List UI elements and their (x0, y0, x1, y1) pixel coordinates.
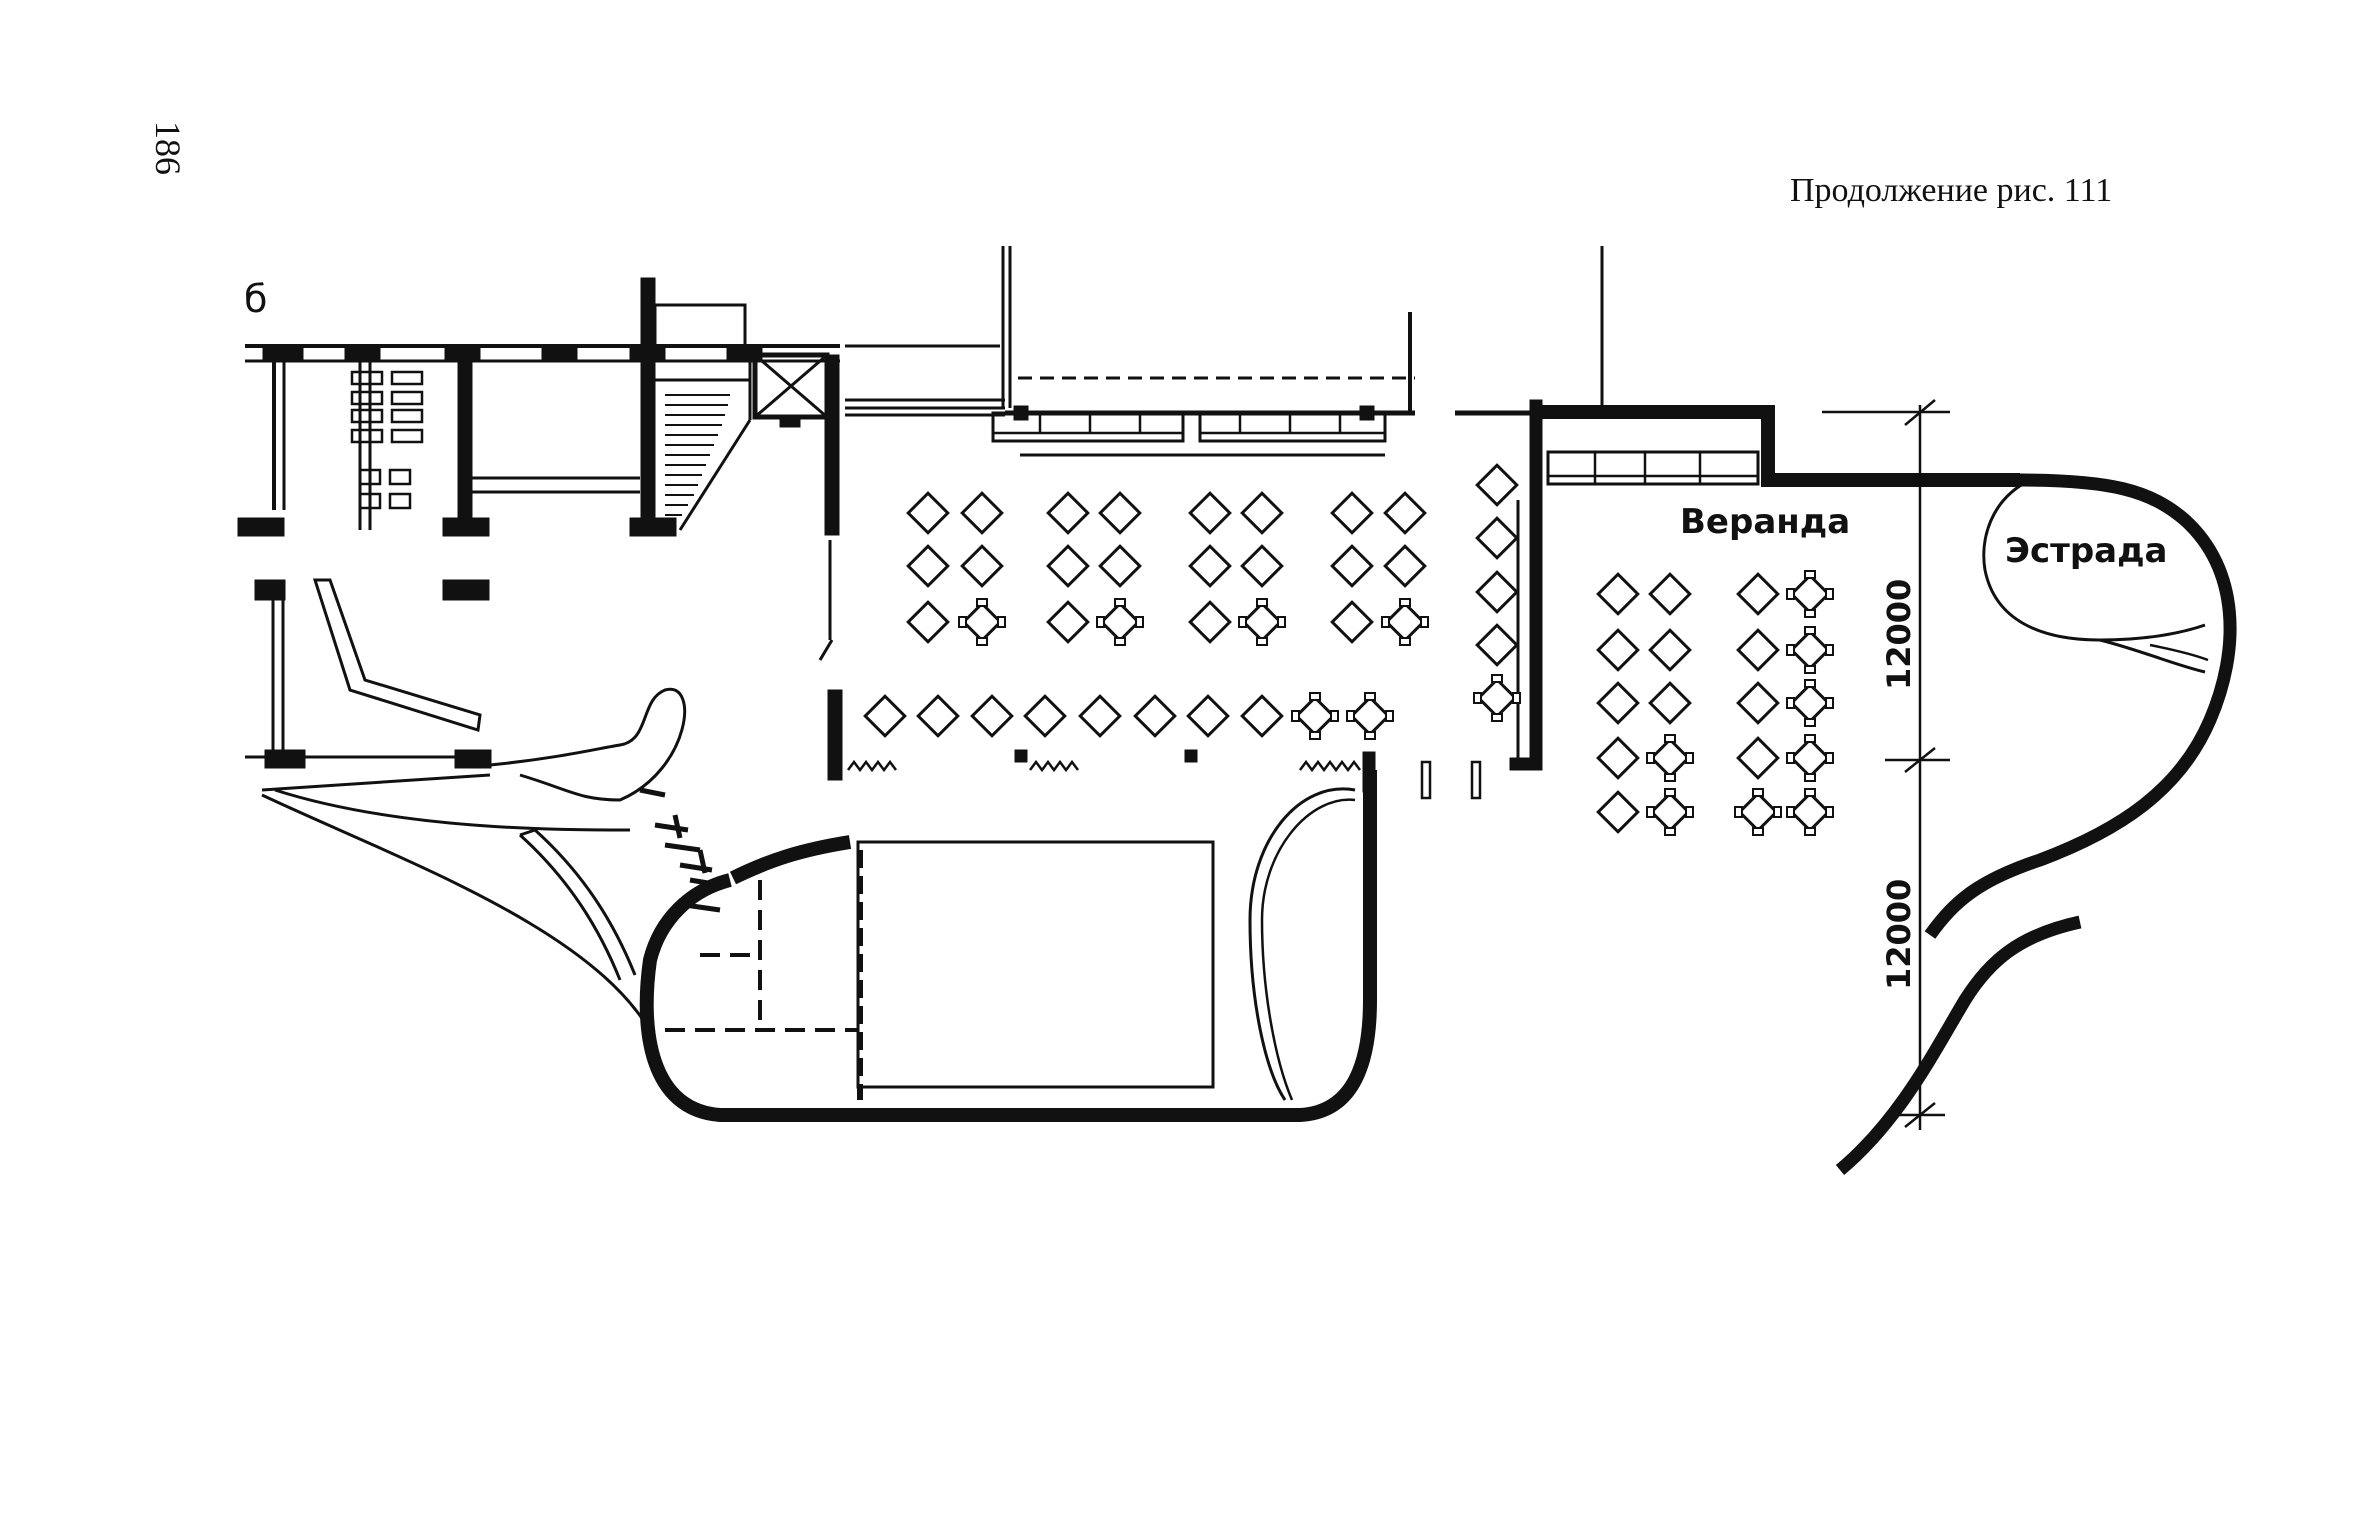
table (1046, 600, 1090, 644)
table-4-seat (1380, 597, 1430, 647)
table (916, 694, 960, 738)
table (1046, 491, 1090, 535)
table (1188, 600, 1232, 644)
table (1330, 544, 1374, 588)
table-4-seat (1345, 691, 1395, 741)
table (970, 694, 1014, 738)
left-wing (237, 277, 840, 1041)
dimension-upper: 12000 (1880, 579, 1918, 690)
table (1023, 694, 1067, 738)
figure-caption: Продолжение рис. 111 (1790, 172, 2113, 209)
table (1736, 681, 1780, 725)
table-4-seat (1785, 625, 1835, 675)
table (1330, 491, 1374, 535)
table (1596, 681, 1640, 725)
table (1596, 790, 1640, 834)
table-4-seat (1645, 787, 1695, 837)
stage-area (1835, 473, 2237, 1175)
table (1648, 628, 1692, 672)
table (1475, 570, 1519, 614)
table-4-seat (1733, 787, 1783, 837)
table (1133, 694, 1177, 738)
table-4-seat (1785, 787, 1835, 837)
main-hall-tables (863, 463, 1522, 741)
table (1475, 623, 1519, 667)
table (1383, 544, 1427, 588)
table (1188, 491, 1232, 535)
table (1736, 572, 1780, 616)
table (1596, 628, 1640, 672)
table (1098, 491, 1142, 535)
table-4-seat (957, 597, 1007, 647)
table (1596, 736, 1640, 780)
table (1240, 544, 1284, 588)
table-4-seat (1095, 597, 1145, 647)
table (1240, 491, 1284, 535)
table-4-seat (1645, 733, 1695, 783)
table (1475, 463, 1519, 507)
table-4-seat (1237, 597, 1287, 647)
table (906, 544, 950, 588)
variant-label: б (244, 277, 267, 321)
table (906, 491, 950, 535)
table (863, 694, 907, 738)
main-hall (827, 246, 1604, 800)
table (906, 600, 950, 644)
table (1383, 491, 1427, 535)
table (1736, 628, 1780, 672)
table (960, 491, 1004, 535)
table-4-seat (1785, 733, 1835, 783)
table (1648, 681, 1692, 725)
table (1475, 516, 1519, 560)
dimension-lines (1822, 399, 1950, 1130)
table (1596, 572, 1640, 616)
table (1098, 544, 1142, 588)
lounge (639, 770, 1377, 1122)
table-4-seat (1785, 678, 1835, 728)
veranda (1455, 405, 2020, 487)
veranda-tables (1596, 569, 1835, 837)
table-4-seat (1472, 673, 1522, 723)
veranda-label: Веранда (1680, 502, 1850, 542)
table (1648, 572, 1692, 616)
table-4-seat (1785, 569, 1835, 619)
table (960, 544, 1004, 588)
table (1186, 694, 1230, 738)
table-4-seat (1290, 691, 1340, 741)
table (1188, 544, 1232, 588)
table (1736, 736, 1780, 780)
table (1330, 600, 1374, 644)
stage-label: Эстрада (2005, 531, 2168, 571)
dimension-lower: 12000 (1880, 879, 1918, 990)
table (1240, 694, 1284, 738)
table (1046, 544, 1090, 588)
table (1078, 694, 1122, 738)
